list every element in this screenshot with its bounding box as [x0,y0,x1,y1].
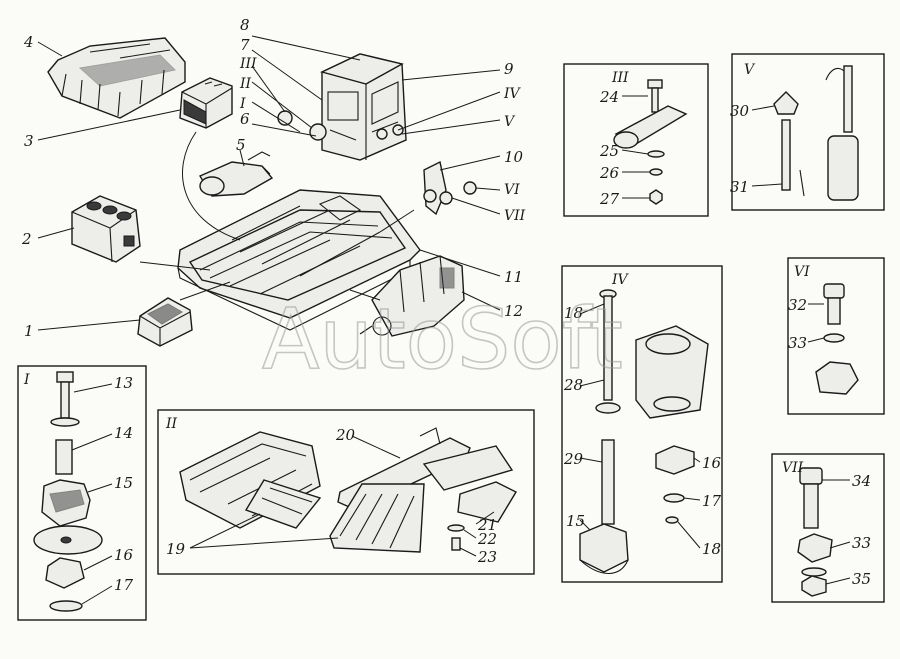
callout-20: 20 [335,426,356,444]
panel-III-parts [613,79,688,205]
callout-21: 21 [477,516,497,534]
panel-VII-parts [797,467,851,597]
callout-17-panel-iv: 17 [702,492,722,510]
callout-7: 7 [240,36,250,54]
callout-8: 8 [240,16,250,34]
callout-15: 15 [114,474,133,492]
roman-labels: I II III IV V VI VII III II I IV V VI VI… [23,56,810,476]
callout-16: 16 [114,546,134,564]
part-10-mount [423,160,453,216]
callout-33-panel-vii: 33 [852,534,871,552]
part-2-filter [71,195,141,263]
panel-II-parts [179,427,517,557]
part-12-engine [359,255,465,337]
callout-28: 28 [563,376,583,394]
panel-VII [771,453,885,603]
callout-4: 4 [23,33,34,51]
callout-6: 6 [240,110,250,128]
panel-V-parts [751,65,859,201]
callout-16-panel-iv: 16 [702,454,722,472]
panel-III [563,63,709,217]
callout-5: 5 [236,136,246,154]
callout-26: 26 [599,164,620,182]
panel-I-parts [33,371,113,612]
ref-I-label: I [239,96,246,112]
ref-IV-label: IV [503,86,522,102]
callout-18-panel-iv: 18 [702,540,721,558]
panel-VII-label: VII [782,460,804,476]
callout-15-panel-iv: 15 [566,512,585,530]
panel-IV [561,265,723,583]
callout-30: 30 [730,102,750,120]
callout-18: 18 [564,304,583,322]
callout-10: 10 [504,148,524,166]
ref-II-label: II [239,76,252,92]
panel-II-label: II [165,416,178,432]
callout-19: 19 [166,540,186,558]
chassis-frame [177,189,421,331]
panel-VI-parts [807,283,859,395]
callout-17: 17 [114,576,134,594]
callout-23: 23 [477,548,497,566]
panel-II [157,409,535,575]
part-4-hood [47,37,186,119]
callout-14: 14 [114,424,133,442]
part-5-pump [198,151,274,197]
panel-V-label: V [744,62,756,78]
callout-2: 2 [21,230,32,248]
ref-VI-label: VI [504,182,520,198]
callout-1: 1 [24,322,34,340]
panel-I [17,365,147,621]
leader-lines-main [37,35,501,331]
callout-25: 25 [599,142,619,160]
panel-III-label: III [611,70,629,86]
callout-13: 13 [114,374,133,392]
callout-numbers: 4 3 2 1 8 7 6 5 9 10 11 12 13 14 15 16 1… [21,16,871,594]
callout-22: 22 [477,530,497,548]
panel-VI-label: VI [794,264,810,280]
panel-VI [787,257,885,415]
callout-9: 9 [504,60,514,78]
callout-33: 33 [788,334,807,352]
callout-12: 12 [504,302,523,320]
callout-27: 27 [599,190,620,208]
callout-32: 32 [788,296,807,314]
part-8-cab [309,53,407,161]
watermark: AutoSoft [262,290,623,388]
callout-24: 24 [599,88,619,106]
callout-3: 3 [24,132,34,150]
callout-29: 29 [563,450,584,468]
part-1-mechanism [137,297,193,347]
panel-IV-label: IV [611,272,630,288]
callout-35: 35 [852,570,871,588]
ref-V-label: V [504,114,516,130]
callout-34: 34 [852,472,871,490]
part-3-box [179,77,233,129]
callout-11: 11 [504,268,523,286]
detail-markers [277,110,477,195]
callout-31: 31 [730,178,749,196]
panel-V [731,53,885,211]
panel-I-label: I [23,372,30,388]
ref-III-label: III [239,56,257,72]
panel-IV-parts [579,289,709,574]
ref-VII-label: VII [504,208,526,224]
